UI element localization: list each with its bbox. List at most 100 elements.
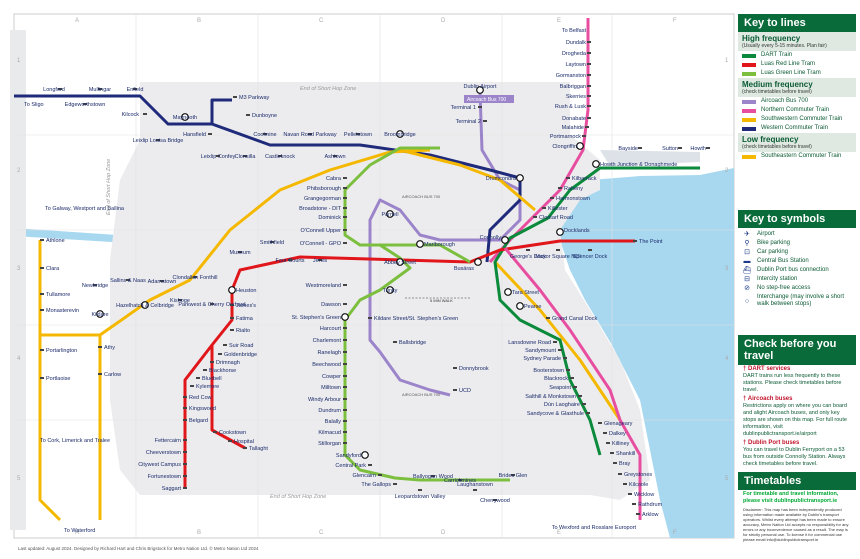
station-label-to-sligo[interactable]: To Sligo xyxy=(24,102,44,108)
station-label-rathdrum[interactable]: Rathdrum xyxy=(638,502,663,508)
station-label-st-stephens-green[interactable]: St. Stephen's Green xyxy=(292,315,341,321)
station-label-portarlington[interactable]: Portarlington xyxy=(46,348,77,354)
station-label-busaras[interactable]: Busáras xyxy=(454,266,474,272)
station-label-georges-dock[interactable]: George's Dock xyxy=(510,254,546,260)
station-label-parnell[interactable]: Parnell xyxy=(381,212,398,218)
station-label-citywest-campus[interactable]: Citywest Campus xyxy=(138,462,181,468)
station-label-dundalk[interactable]: Dundalk xyxy=(566,40,586,46)
station-label-docklands[interactable]: Docklands xyxy=(564,228,590,234)
station-label-bray[interactable]: Bray xyxy=(619,461,631,467)
station-label-killiney[interactable]: Killiney xyxy=(612,441,630,447)
station-label-oconnell-gpo[interactable]: O'Connell - GPO xyxy=(300,241,342,247)
station-label-four-courts[interactable]: Four Courts xyxy=(275,258,304,264)
station-label-m3-parkway[interactable]: M3 Parkway xyxy=(239,95,270,101)
station-label-carrickmines[interactable]: Carrickmines xyxy=(444,478,476,484)
station-label-clara[interactable]: Clara xyxy=(46,266,60,272)
station-label-malahide[interactable]: Malahide xyxy=(562,125,584,131)
station-label-kylemore[interactable]: Kylemore xyxy=(196,384,219,390)
station-label-maynooth[interactable]: Maynooth xyxy=(173,115,197,121)
station-label-red-cow[interactable]: Red Cow xyxy=(189,395,212,401)
station-label-museum[interactable]: Museum xyxy=(229,250,251,256)
station-label-balbriggan[interactable]: Balbriggan xyxy=(560,84,586,90)
station-label-navan-road[interactable]: Navan Road Parkway xyxy=(283,132,336,138)
station-label-leixlip-confey[interactable]: Leixlip Confey xyxy=(201,154,236,160)
station-label-clondalkin[interactable]: Clondalkin Fonthill xyxy=(173,275,218,281)
interchange-marker-abbey-street[interactable] xyxy=(396,258,404,266)
station-label-kildare-street[interactable]: Kildare Street/St. Stephen's Green xyxy=(374,316,458,322)
station-label-fatima[interactable]: Fatima xyxy=(236,316,254,322)
station-label-howth[interactable]: Howth xyxy=(690,146,706,152)
station-label-coolmine[interactable]: Coolmine xyxy=(253,132,276,138)
station-label-dunboyne[interactable]: Dunboyne xyxy=(252,113,277,119)
interchange-marker-kildare[interactable] xyxy=(96,310,104,318)
station-label-tullamore[interactable]: Tullamore xyxy=(46,292,70,298)
station-label-newbridge[interactable]: Newbridge xyxy=(82,283,108,289)
station-label-belgard[interactable]: Belgard xyxy=(189,418,208,424)
station-label-arklow[interactable]: Arklow xyxy=(642,512,659,518)
station-label-drumcondra[interactable]: Drumcondra xyxy=(486,176,517,182)
station-label-terminal1[interactable]: Terminal 1 xyxy=(451,105,476,111)
station-label-beechwood[interactable]: Beechwood xyxy=(312,362,341,368)
station-label-oconnell-upper[interactable]: O'Connell Upper xyxy=(301,228,342,234)
station-label-enfield[interactable]: Enfield xyxy=(127,87,144,93)
station-label-fettercairn[interactable]: Fettercairn xyxy=(155,438,181,444)
station-label-cookstown[interactable]: Cookstown xyxy=(219,430,246,436)
station-label-rush-lusk[interactable]: Rush & Lusk xyxy=(555,104,586,110)
station-label-howth-junction[interactable]: Howth Junction & Donaghmede xyxy=(600,162,677,168)
station-label-grand-canal[interactable]: Grand Canal Dock xyxy=(552,316,597,322)
station-label-blackhorse[interactable]: Blackhorse xyxy=(209,368,236,374)
interchange-marker-howth-junction[interactable] xyxy=(592,160,600,168)
station-label-abbey-street[interactable]: Abbey Street xyxy=(384,260,416,266)
station-label-booterstown[interactable]: Booterstown xyxy=(533,368,564,374)
station-label-hansfield[interactable]: Hansfield xyxy=(183,132,206,138)
interchange-marker-broombridge[interactable] xyxy=(396,130,404,138)
interchange-marker-drumcondra[interactable] xyxy=(516,174,524,182)
station-label-clonsilla[interactable]: Clonsilla xyxy=(235,154,257,160)
station-label-sandyford[interactable]: Sandyford xyxy=(336,453,361,459)
station-label-marlborough[interactable]: Marlborough xyxy=(424,242,455,248)
station-label-pearse[interactable]: Pearse xyxy=(524,304,541,310)
station-label-athy[interactable]: Athy xyxy=(104,345,115,351)
station-label-balally[interactable]: Balally xyxy=(325,419,341,425)
station-label-dun-laoghaire[interactable]: Dún Laoghaire xyxy=(544,402,580,408)
station-label-trinity[interactable]: Trinity xyxy=(383,288,398,294)
station-label-to-galway[interactable]: To Galway, Westport and Ballina xyxy=(45,206,125,212)
station-label-edgeworthstown[interactable]: Edgeworthstown xyxy=(65,102,106,108)
station-label-sutton[interactable]: Sutton xyxy=(662,146,678,152)
station-label-brides-glen[interactable]: Brides Glen xyxy=(499,473,528,479)
station-label-dawson[interactable]: Dawson xyxy=(321,302,341,308)
station-label-castleknock[interactable]: Castleknock xyxy=(265,154,295,160)
station-label-drogheda[interactable]: Drogheda xyxy=(562,51,587,57)
station-label-sandymount[interactable]: Sandymount xyxy=(525,348,556,354)
station-label-sydney-parade[interactable]: Sydney Parade xyxy=(523,356,561,362)
station-label-athlone[interactable]: Athlone xyxy=(46,238,65,244)
station-label-dalkey[interactable]: Dalkey xyxy=(609,431,626,437)
station-label-tallaght[interactable]: Tallaght xyxy=(249,446,268,452)
station-label-broadstone[interactable]: Broadstone - DIT xyxy=(299,206,342,212)
station-label-to-cork[interactable]: To Cork, Limerick and Tralee xyxy=(40,438,110,444)
station-label-spencer-dock[interactable]: Spencer Dock xyxy=(573,254,608,260)
station-label-dundrum[interactable]: Dundrum xyxy=(318,408,341,414)
interchange-marker-maynooth[interactable] xyxy=(181,113,189,121)
station-label-hazelhatch[interactable]: Hazelhatch & Celbridge xyxy=(116,303,174,309)
station-label-westmoreland[interactable]: Westmoreland xyxy=(306,283,341,289)
station-label-ucd[interactable]: UCD xyxy=(459,388,471,394)
station-label-laytown[interactable]: Laytown xyxy=(566,62,587,68)
station-label-mullingar[interactable]: Mullingar xyxy=(89,87,111,93)
station-label-stillorgan[interactable]: Stillorgan xyxy=(318,441,341,447)
timetables-text[interactable]: For timetable and travel information, pl… xyxy=(743,491,839,504)
interchange-marker-pearse[interactable] xyxy=(516,302,524,310)
station-label-central-park[interactable]: Central Park xyxy=(335,463,366,469)
station-label-ashtown[interactable]: Ashtown xyxy=(324,154,345,160)
station-label-ranelagh[interactable]: Ranelagh xyxy=(317,350,341,356)
station-label-goldenbridge[interactable]: Goldenbridge xyxy=(224,352,257,358)
station-label-windy-arbour[interactable]: Windy Arbour xyxy=(308,397,341,403)
station-label-clongriffin[interactable]: Clongriffin xyxy=(552,144,577,150)
station-label-kildare[interactable]: Kildare xyxy=(91,312,108,318)
station-label-killester[interactable]: Killester xyxy=(548,206,568,212)
station-label-james[interactable]: James's xyxy=(236,303,256,309)
station-label-bayside[interactable]: Bayside xyxy=(618,146,638,152)
station-label-drimnagh[interactable]: Drimnagh xyxy=(216,360,240,366)
station-label-the-point[interactable]: The Point xyxy=(639,239,663,245)
interchange-marker-sandyford[interactable] xyxy=(361,451,369,459)
